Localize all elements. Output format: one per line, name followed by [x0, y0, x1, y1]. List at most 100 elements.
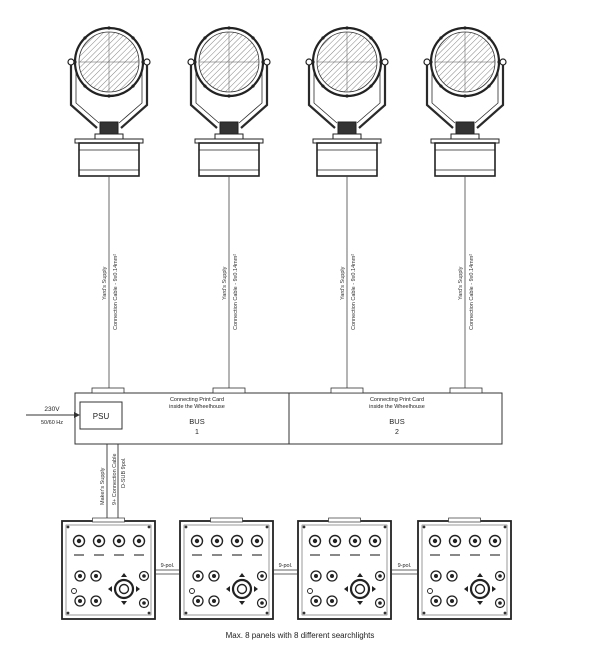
footer-note: Max. 8 panels with 8 different searchlig…	[225, 631, 375, 640]
panel-inner-frame	[421, 524, 508, 616]
bus1-number: 1	[195, 429, 199, 436]
panel-connection-cable: Maker's Supply 9+ Connection Cable D-SUB…	[100, 444, 127, 520]
panel-screw	[184, 611, 188, 615]
rim-bolt	[463, 26, 467, 30]
pivot-left	[305, 58, 313, 66]
joystick-center	[354, 583, 366, 595]
rim-bolt	[107, 94, 111, 98]
arrow-down-icon	[357, 601, 363, 605]
yoke-arm-inner	[75, 68, 100, 124]
panel-button-center	[434, 599, 438, 603]
panel-button-center	[196, 599, 200, 603]
panel-button-center	[116, 538, 122, 544]
rim-bolt	[203, 36, 207, 40]
panel-links: 9-pol.9-pol.9-pol.	[155, 563, 418, 575]
panel-button-center	[142, 601, 146, 605]
panel-legend	[450, 554, 460, 556]
rim-bolt	[83, 36, 87, 40]
psu-label: PSU	[93, 412, 110, 421]
panel-button-center	[234, 538, 240, 544]
panel-legend	[134, 554, 144, 556]
panel-link-2: 9-pol.	[273, 563, 298, 575]
panel-legend	[430, 554, 440, 556]
arrow-up-icon	[121, 573, 127, 577]
cable-supply-label: Yard's Supply	[222, 266, 228, 300]
pivot-right	[499, 58, 507, 66]
rim-bolt	[321, 36, 325, 40]
searchlight-neck	[337, 121, 357, 135]
panel-button-center	[314, 599, 318, 603]
searchlight-collar	[332, 133, 362, 140]
arrow-down-icon	[239, 601, 245, 605]
rim-bolt	[107, 26, 111, 30]
rim-bolt	[131, 36, 135, 40]
panel-button-center	[96, 538, 102, 544]
joystick-center	[236, 583, 248, 595]
psu-box	[79, 401, 123, 430]
arrow-right-icon	[492, 586, 496, 592]
panel-indicator	[71, 588, 77, 594]
panel-link-3: 9-pol.	[391, 563, 418, 575]
panel-link-label: 9-pol.	[398, 563, 412, 569]
panel-screw	[184, 525, 188, 529]
wheelhouse-print-card: PSU 230V 50/60 Hz Connecting Print Card …	[26, 387, 503, 445]
control-panel-2	[179, 517, 274, 620]
control-panel-4	[417, 517, 512, 620]
rim-bolt	[463, 94, 467, 98]
rim-bolt	[251, 84, 255, 88]
panel-screw	[383, 525, 387, 529]
panel-button-center	[94, 599, 98, 603]
rim-bolt	[251, 36, 255, 40]
yoke-arm-inner	[195, 68, 220, 124]
panel-indicator	[427, 588, 433, 594]
panel-button-center	[212, 599, 216, 603]
panel-button-center	[136, 538, 142, 544]
bus2-number: 2	[395, 429, 399, 436]
searchlight-2	[187, 26, 271, 177]
arrow-left-icon	[464, 586, 468, 592]
panel-legend	[490, 554, 500, 556]
panel-screw	[383, 611, 387, 615]
yoke-arm-left	[189, 60, 218, 129]
searchlight-base	[78, 142, 140, 177]
panel-screw	[302, 611, 306, 615]
searchlight-collar	[450, 133, 480, 140]
searchlight-4	[423, 26, 507, 177]
pivot-right	[143, 58, 151, 66]
panel-connector	[92, 517, 125, 523]
panel-legend	[350, 554, 360, 556]
bus2-label: BUS	[389, 417, 404, 426]
arrow-up-icon	[239, 573, 245, 577]
panel-button-center	[378, 601, 382, 605]
panel-button-center	[352, 538, 358, 544]
panel-connector	[210, 517, 243, 523]
pivot-left	[67, 58, 75, 66]
searchlight-3	[305, 26, 389, 177]
searchlight-base	[316, 142, 378, 177]
panel-cable-type: 9+ Connection Cable	[112, 453, 118, 505]
panel-button-center	[142, 574, 146, 578]
panel-button-center	[78, 574, 82, 578]
cable-supply-label: Yard's Supply	[458, 266, 464, 300]
searchlight-base	[198, 142, 260, 177]
panel-button-center	[498, 574, 502, 578]
rim-bolt	[487, 36, 491, 40]
joystick-center	[474, 583, 486, 595]
arrow-left-icon	[108, 586, 112, 592]
yoke-arm-inner	[118, 68, 143, 124]
pivot-right	[263, 58, 271, 66]
yoke-arm-left	[307, 60, 336, 129]
panel-button-center	[214, 538, 220, 544]
rim-bolt	[369, 36, 373, 40]
panel-legend	[310, 554, 320, 556]
arrow-right-icon	[372, 586, 376, 592]
searchlight-neck	[99, 121, 119, 135]
arrow-right-icon	[254, 586, 258, 592]
input-frequency-label: 50/60 Hz	[41, 420, 63, 426]
arrow-up-icon	[357, 573, 363, 577]
yoke-arm-right	[120, 60, 149, 129]
